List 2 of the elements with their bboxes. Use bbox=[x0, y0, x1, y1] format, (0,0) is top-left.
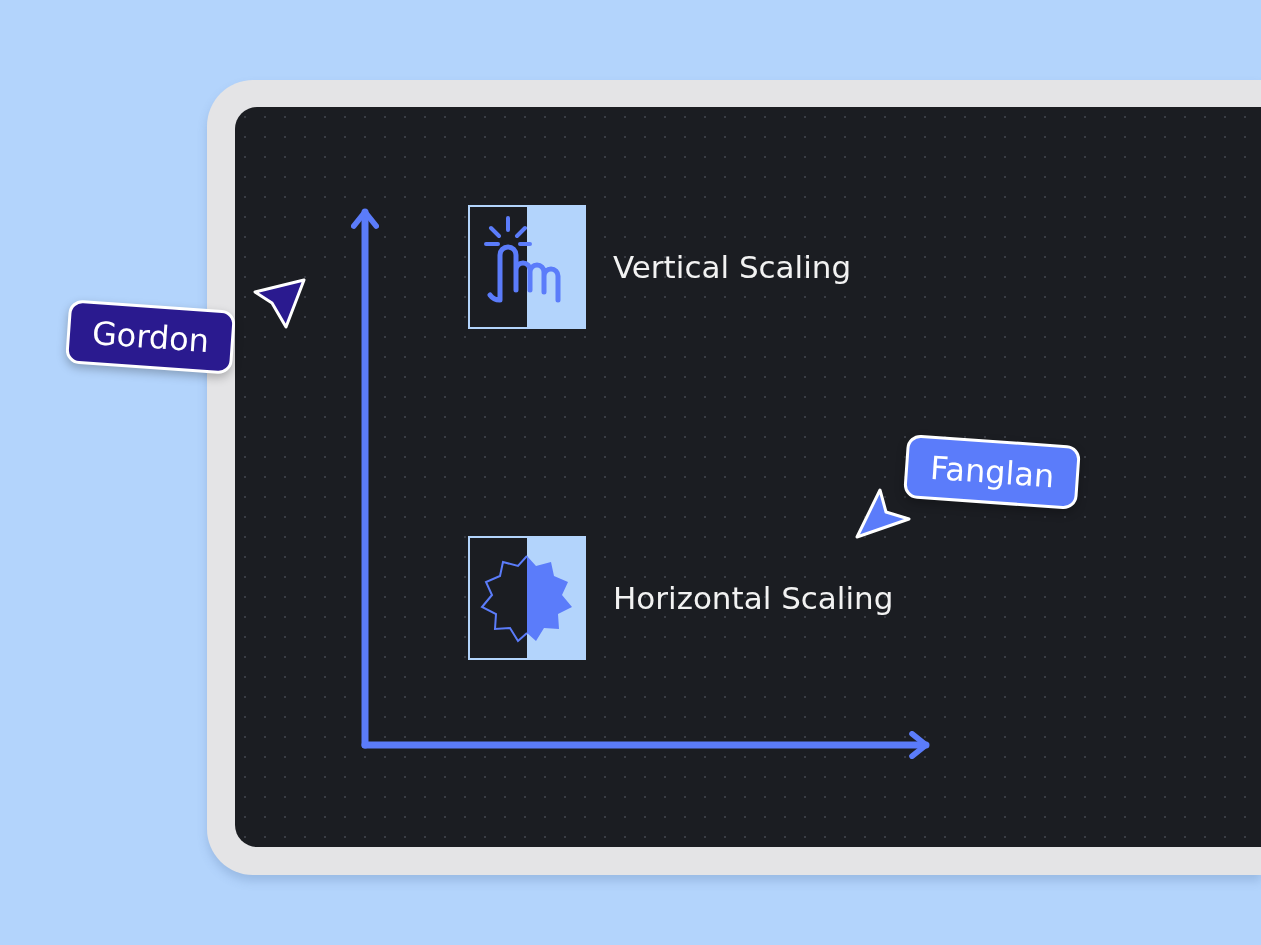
axis-label: Horizontal Scaling bbox=[613, 580, 894, 616]
axis-label: Vertical Scaling bbox=[613, 249, 852, 285]
